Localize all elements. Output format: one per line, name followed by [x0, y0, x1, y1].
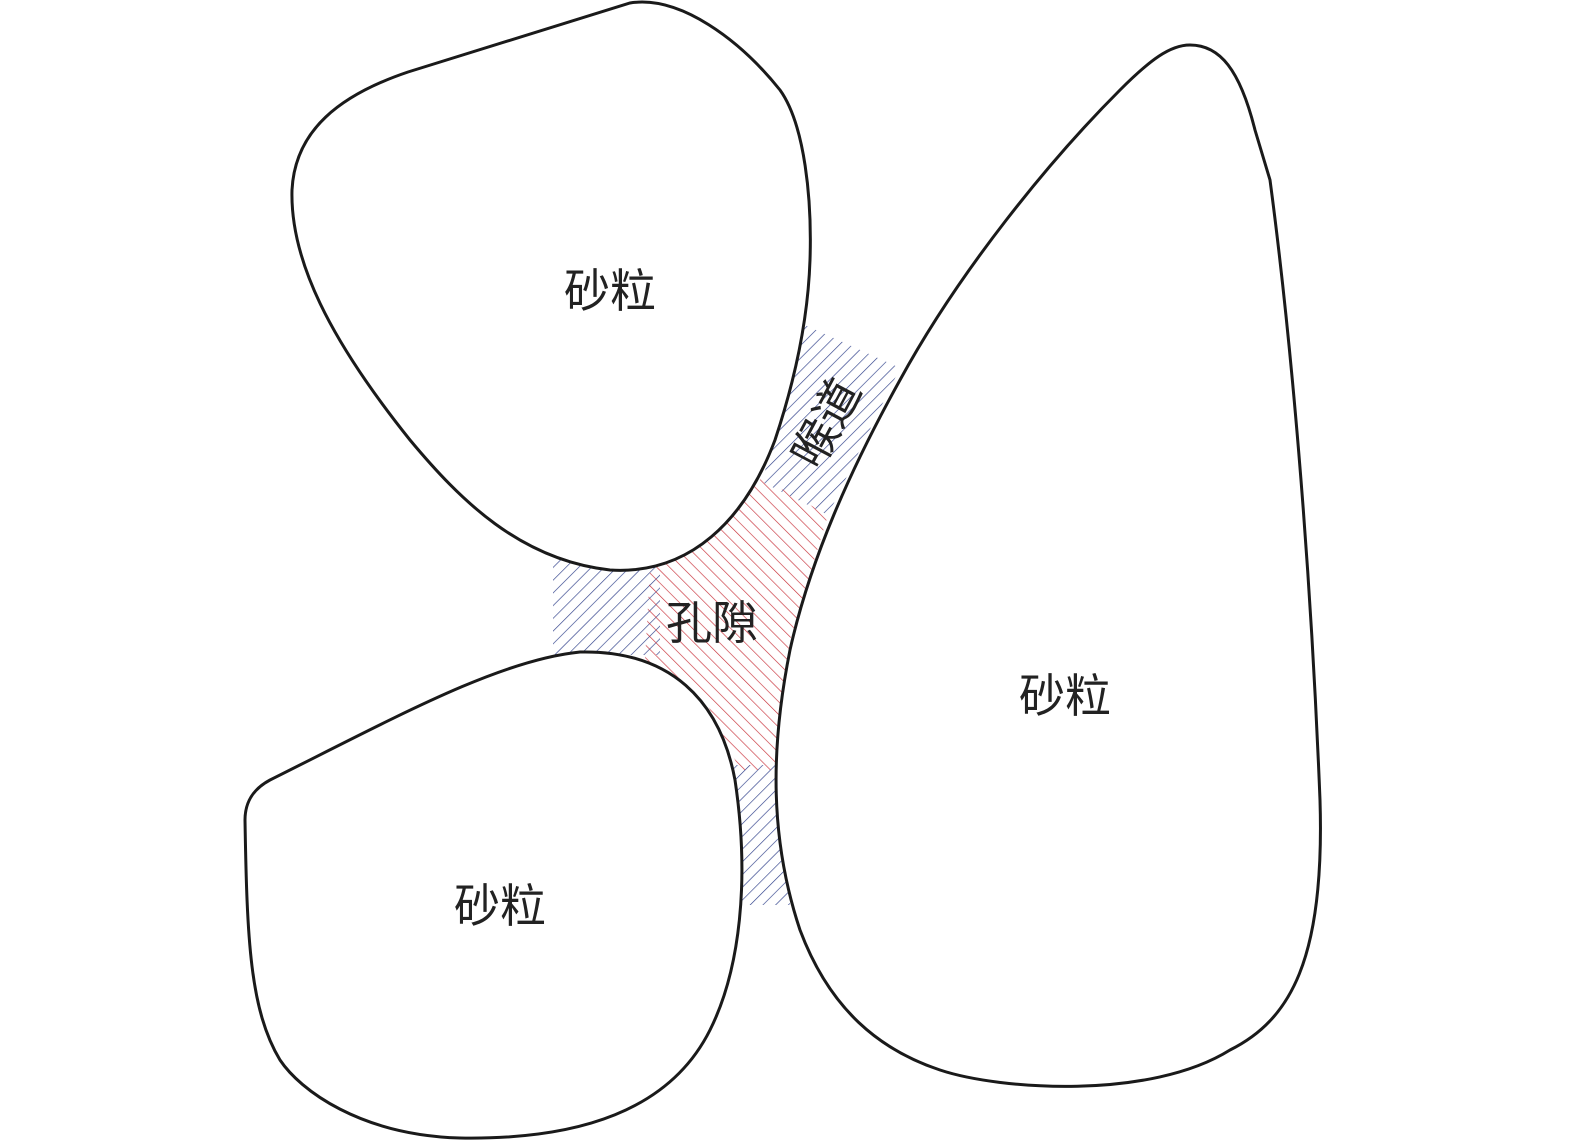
throat-region-upper — [762, 325, 900, 515]
sand-grain-right — [774, 43, 1322, 1088]
grain-label-top: 砂粒 — [564, 264, 656, 318]
pore-label: 孔隙 — [666, 596, 758, 650]
sand-grain-bottom — [243, 650, 744, 1140]
grain-label-right: 砂粒 — [1019, 669, 1111, 723]
throat-region-left — [553, 558, 660, 655]
sand-grain-top — [290, 0, 812, 572]
grain-label-bottom: 砂粒 — [454, 879, 546, 933]
